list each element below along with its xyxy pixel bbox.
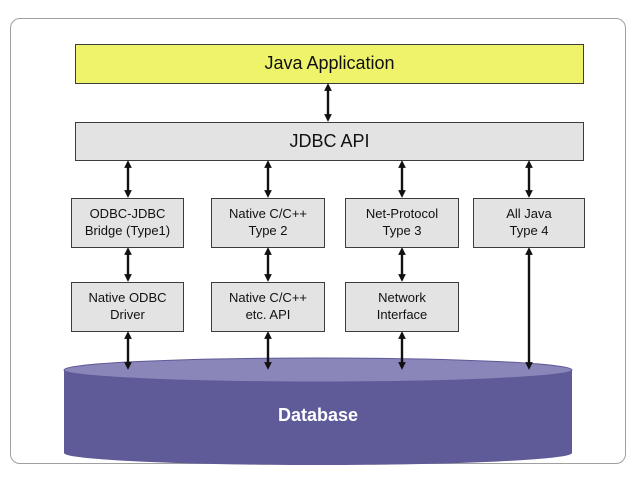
driver-type3-box: Net-Protocol Type 3 xyxy=(345,198,459,248)
network-interface-box: Network Interface xyxy=(345,282,459,332)
driver-type4-box: All Java Type 4 xyxy=(473,198,585,248)
driver-type1-box: ODBC-JDBC Bridge (Type1) xyxy=(71,198,184,248)
jdbc-api-box: JDBC API xyxy=(75,122,584,161)
java-application-box: Java Application xyxy=(75,44,584,84)
driver-type2-box: Native C/C++ Type 2 xyxy=(211,198,325,248)
native-c-api-box: Native C/C++ etc. API xyxy=(211,282,325,332)
native-odbc-driver-box: Native ODBC Driver xyxy=(71,282,184,332)
database-label: Database xyxy=(277,405,359,425)
